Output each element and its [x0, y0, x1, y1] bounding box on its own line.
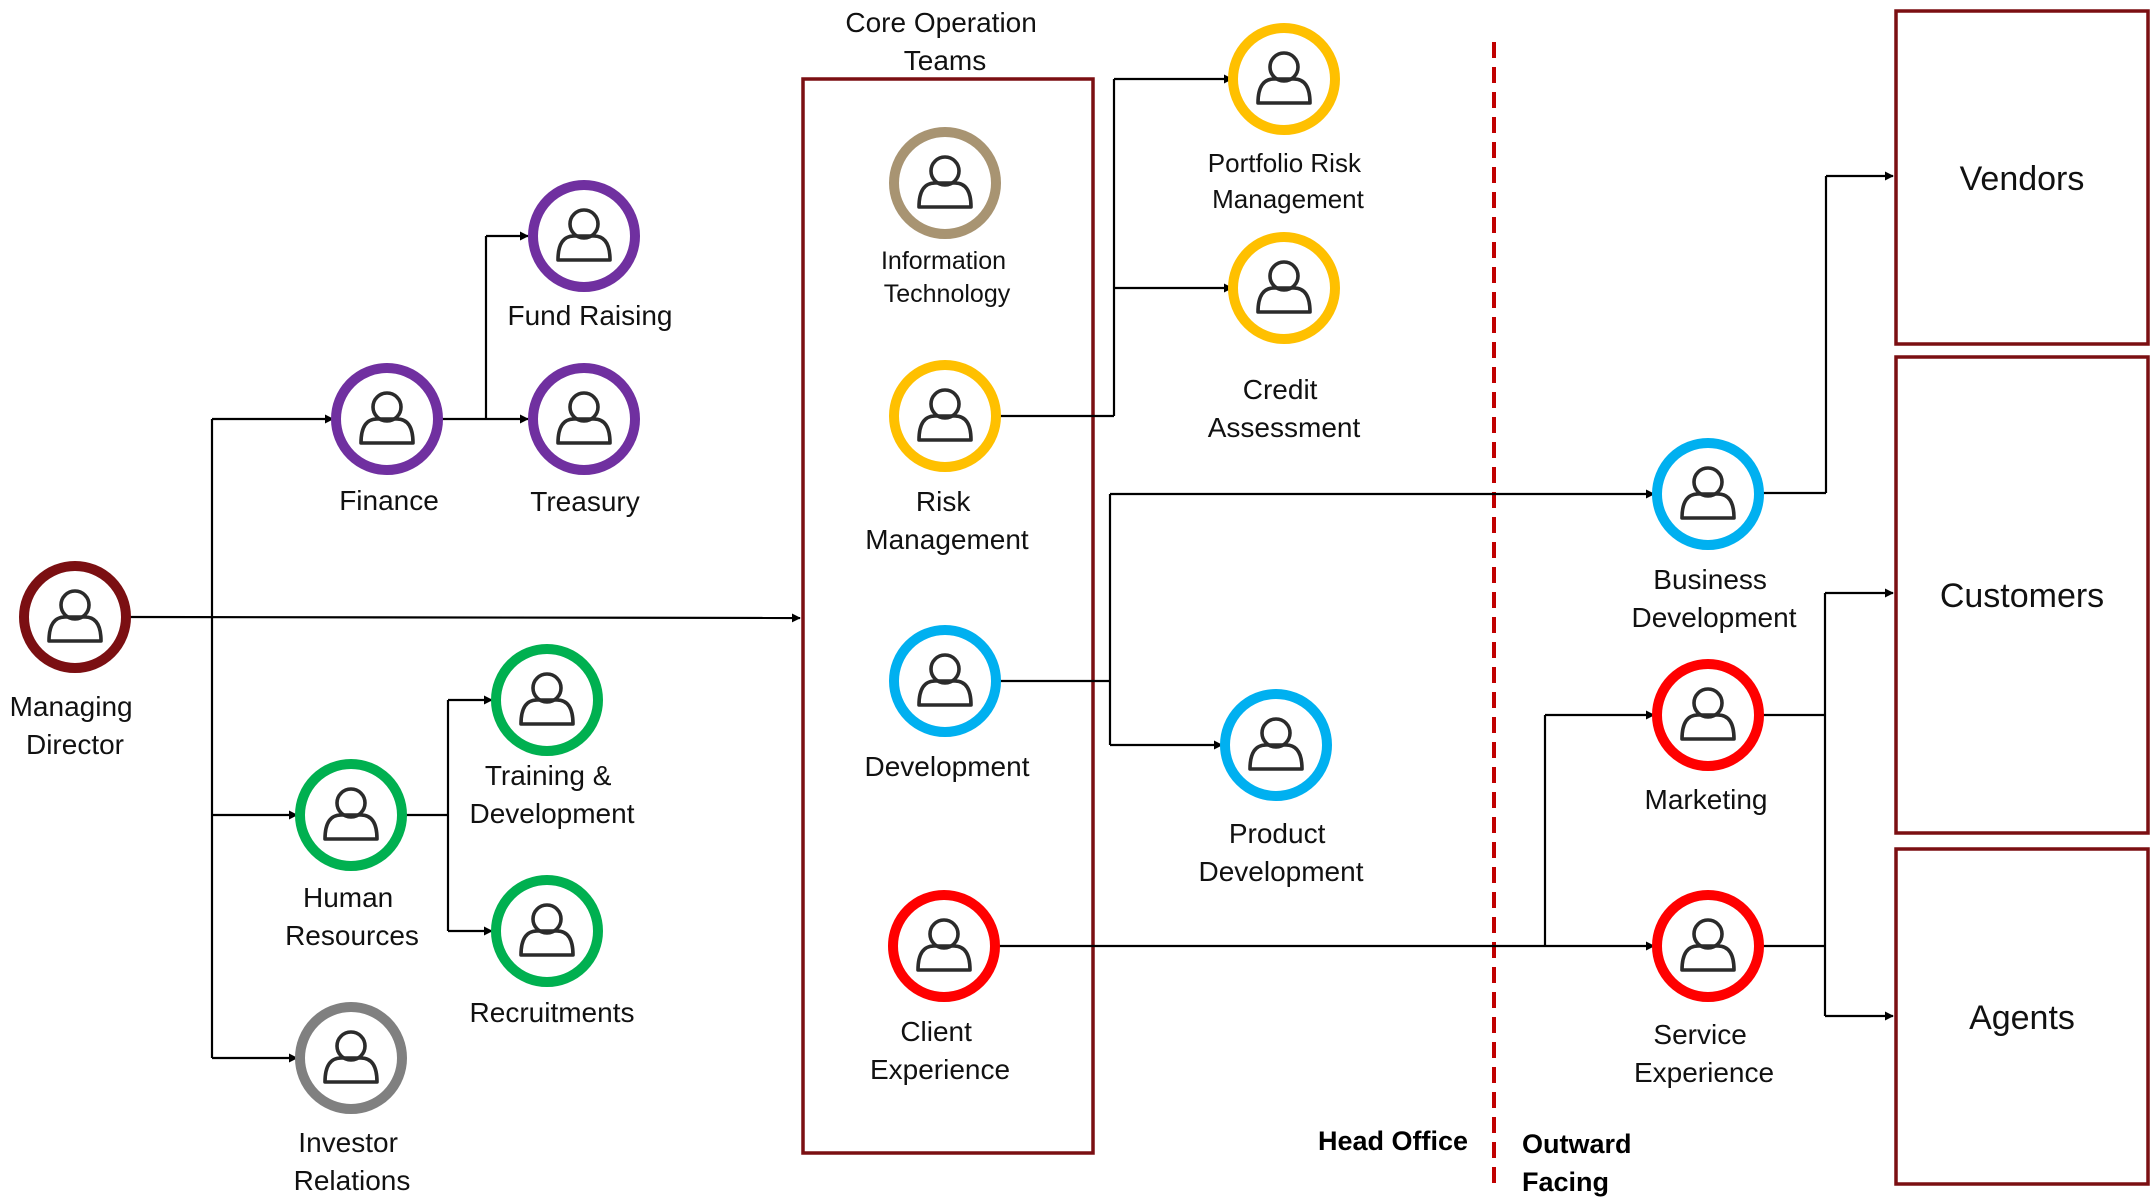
node-finance: Finance: [331, 363, 443, 516]
information-technology-label: Information Technology: [881, 247, 1013, 308]
node-portfolio-risk-management: Portfolio Risk Management: [1208, 23, 1368, 214]
node-product-development: Product Development: [1199, 689, 1364, 887]
core-operations-title: Core Operation Teams: [845, 7, 1044, 76]
development-label: Development: [865, 751, 1030, 782]
node-marketing: Marketing: [1645, 659, 1768, 815]
managing-director-label: Managing Director: [10, 691, 141, 760]
node-managing-director: Managing Director: [10, 561, 141, 760]
risk-management-label: Risk Management: [865, 486, 1029, 555]
portfolio-risk-label: Portfolio Risk Management: [1208, 148, 1368, 214]
customers-box: [1894, 355, 2150, 835]
finance-label: Finance: [339, 485, 439, 516]
credit-assessment-label: Credit Assessment: [1208, 374, 1361, 443]
outward-facing-label: Outward Facing: [1522, 1129, 1639, 1197]
marketing-label: Marketing: [1645, 784, 1768, 815]
node-development: Development: [865, 625, 1030, 782]
business-development-label: Business Development: [1632, 564, 1797, 633]
fund-raising-label: Fund Raising: [508, 300, 673, 331]
node-risk-management: Risk Management: [865, 360, 1029, 555]
service-experience-label: Service Experience: [1634, 1019, 1774, 1088]
node-credit-assessment: Credit Assessment: [1208, 232, 1361, 443]
recruitments-label: Recruitments: [470, 997, 635, 1028]
treasury-label: Treasury: [530, 486, 639, 517]
node-business-development: Business Development: [1632, 438, 1797, 633]
node-treasury: Treasury: [528, 363, 640, 517]
agents-box: [1894, 847, 2150, 1186]
customers-label: Customers: [1940, 577, 2104, 615]
head-office-label: Head Office: [1318, 1126, 1468, 1156]
node-investor-relations: Investor Relations: [294, 1002, 411, 1196]
investor-relations-label: Investor Relations: [294, 1127, 411, 1196]
connector-lines: [128, 74, 1894, 1063]
client-experience-label: Client Experience: [870, 1016, 1010, 1085]
node-client-experience: Client Experience: [870, 890, 1010, 1085]
node-fund-raising: Fund Raising: [508, 180, 673, 331]
node-recruitments: Recruitments: [470, 875, 635, 1028]
node-service-experience: Service Experience: [1634, 890, 1774, 1088]
node-human-resources: Human Resources: [285, 759, 419, 951]
training-development-label: Training & Development: [470, 760, 635, 829]
node-information-technology: Information Technology: [881, 127, 1013, 308]
vendors-label: Vendors: [1960, 160, 2085, 198]
product-development-label: Product Development: [1199, 818, 1364, 887]
node-training-development: Training & Development: [470, 644, 635, 829]
agents-label: Agents: [1969, 999, 2075, 1037]
vendors-box: [1894, 9, 2150, 346]
human-resources-label: Human Resources: [285, 882, 419, 951]
core-operations-box: [801, 77, 1095, 1155]
